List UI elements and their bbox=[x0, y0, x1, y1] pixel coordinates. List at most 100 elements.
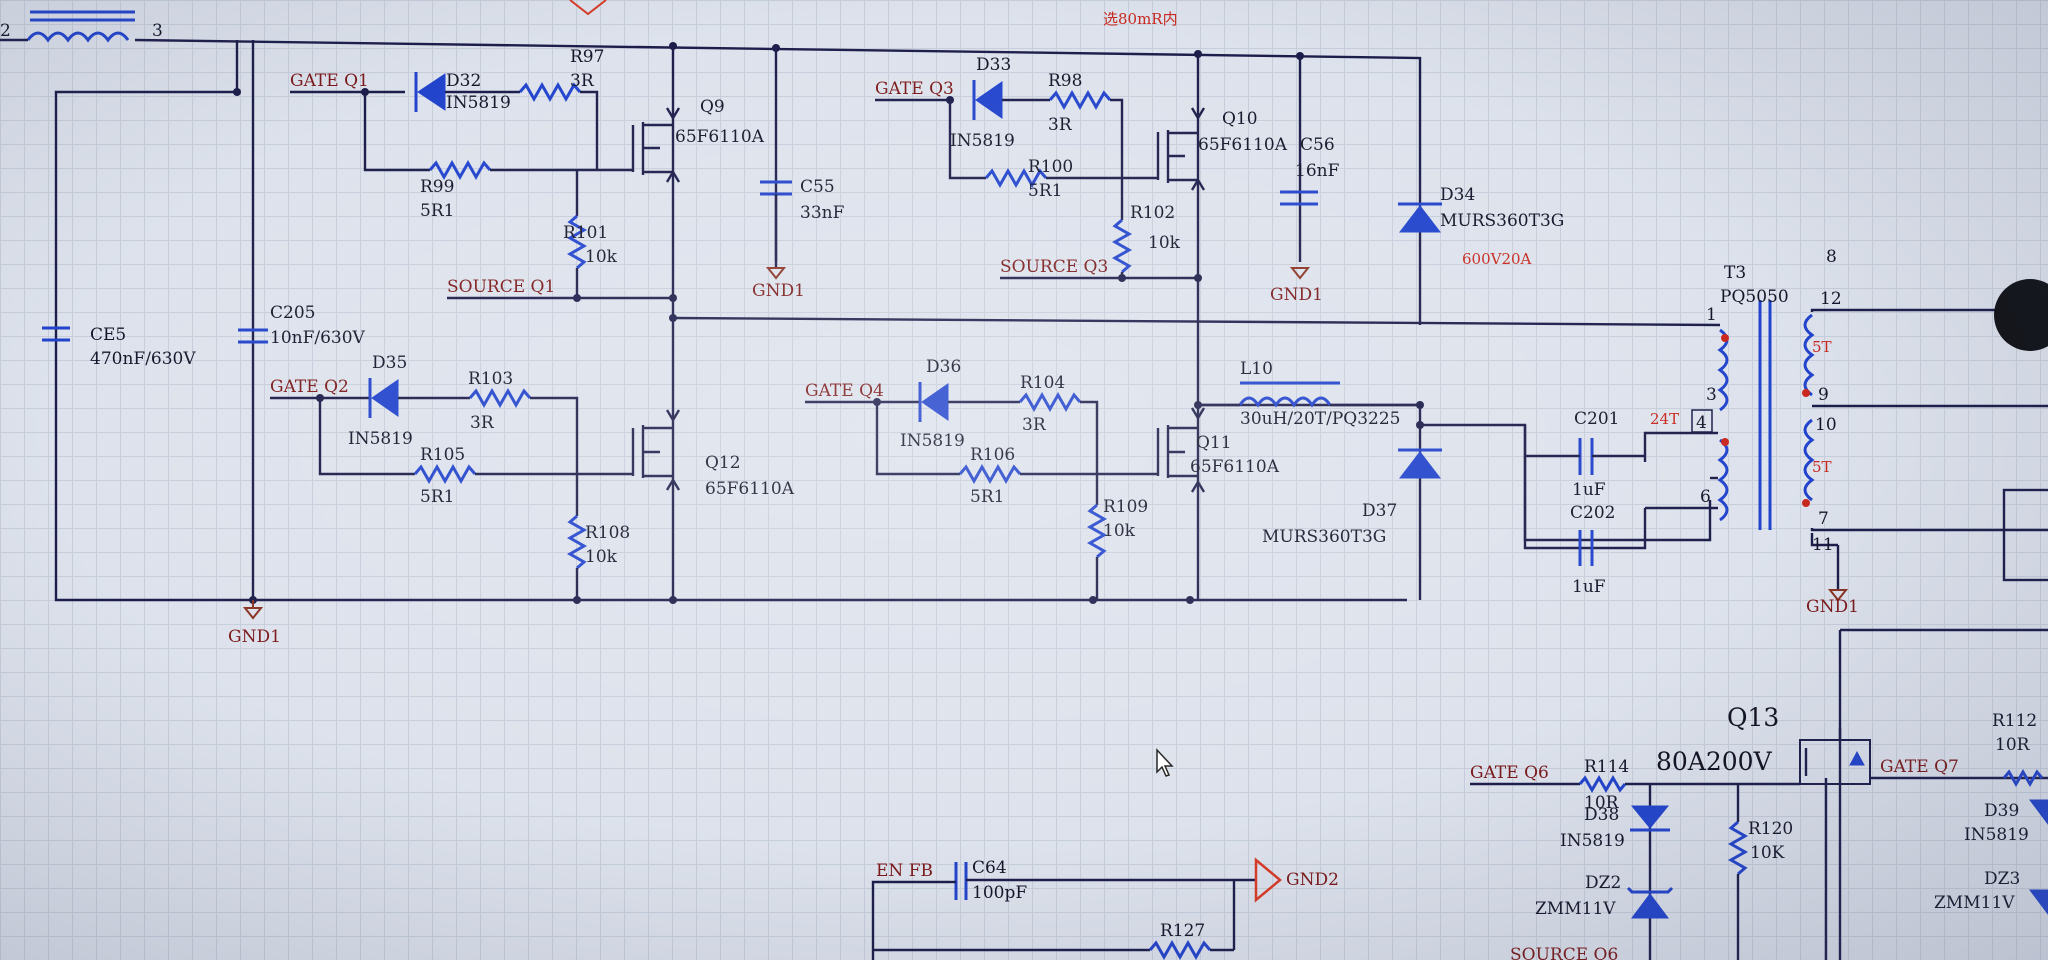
diode-d33[interactable] bbox=[972, 80, 1003, 120]
capacitor-c202[interactable] bbox=[1578, 530, 1594, 566]
top-inductor[interactable] bbox=[0, 10, 135, 43]
resistor-r127[interactable] bbox=[1148, 939, 1212, 960]
pin-label: 8 bbox=[1826, 247, 1837, 267]
capacitor-c56[interactable] bbox=[1280, 190, 1318, 206]
c55-gnd-symbol bbox=[765, 267, 787, 280]
r101-ref: R101 bbox=[563, 223, 608, 243]
c205-ref: C205 bbox=[270, 303, 315, 323]
gate-q2-net: GATE Q2 bbox=[270, 377, 349, 397]
r106-value: 5R1 bbox=[970, 487, 1004, 507]
t3-primary-turns: 24T bbox=[1650, 410, 1679, 428]
zener-dz3[interactable] bbox=[2029, 889, 2048, 915]
mosfet-q9[interactable] bbox=[615, 107, 681, 183]
r100-ref: R100 bbox=[1028, 157, 1073, 177]
t3-pin4-box bbox=[1691, 409, 1713, 433]
pin-label: 9 bbox=[1818, 385, 1829, 405]
offscreen-component bbox=[2002, 488, 2048, 582]
r97-ref: R97 bbox=[570, 47, 604, 67]
r114-value: 10R bbox=[1584, 793, 1620, 813]
pin-label: 4 bbox=[1696, 413, 1707, 433]
capacitor-c201[interactable] bbox=[1578, 438, 1594, 475]
resistor-r98[interactable] bbox=[1048, 89, 1112, 111]
resistor-r108[interactable] bbox=[566, 514, 588, 570]
d34-ref: D34 bbox=[1440, 185, 1475, 205]
c64-ref: C64 bbox=[972, 858, 1007, 878]
mosfet-q13[interactable] bbox=[1799, 728, 1871, 785]
r104-value: 3R bbox=[1022, 415, 1047, 435]
top-gnd2-fragment bbox=[569, 0, 607, 16]
r99-value: 5R1 bbox=[420, 201, 454, 221]
c55-gnd-label: GND1 bbox=[752, 281, 805, 301]
diode-d34[interactable] bbox=[1398, 202, 1442, 233]
gate-q4-net: GATE Q4 bbox=[805, 381, 884, 401]
r102-value: 10k bbox=[1148, 233, 1181, 253]
r99-ref: R99 bbox=[420, 177, 454, 197]
resistor-r102[interactable] bbox=[1111, 218, 1133, 274]
gnd2-symbol[interactable] bbox=[1254, 857, 1282, 903]
zener-dz2[interactable] bbox=[1626, 886, 1674, 919]
q12-value: 65F6110A bbox=[705, 479, 795, 499]
r101-value: 10k bbox=[585, 247, 618, 267]
resistor-r106[interactable] bbox=[958, 463, 1022, 485]
mosfet-q12[interactable] bbox=[615, 409, 681, 491]
resistor-r120[interactable] bbox=[1727, 820, 1749, 876]
d35-value: IN5819 bbox=[348, 429, 413, 449]
gnd1-symbol[interactable] bbox=[242, 600, 264, 620]
resistor-r114[interactable] bbox=[1578, 775, 1627, 793]
capacitor-ce5[interactable] bbox=[42, 326, 70, 342]
resistor-r97[interactable] bbox=[518, 81, 582, 103]
mosfet-q10[interactable] bbox=[1140, 107, 1206, 191]
source-q3-net: SOURCE Q3 bbox=[1000, 257, 1108, 277]
capacitor-c205[interactable] bbox=[238, 328, 268, 344]
resistor-r99[interactable] bbox=[428, 159, 492, 181]
resistor-r112[interactable] bbox=[2002, 769, 2044, 787]
resistor-r109[interactable] bbox=[1086, 503, 1108, 559]
diode-d39[interactable] bbox=[2029, 799, 2048, 825]
d37-ref: D37 bbox=[1362, 501, 1397, 521]
c201-ref: C201 bbox=[1574, 409, 1619, 429]
pin-label: 6 bbox=[1700, 487, 1711, 507]
gnd1-label: GND1 bbox=[228, 627, 281, 647]
transformer-t3[interactable] bbox=[1717, 300, 1815, 530]
t3-ref: T3 bbox=[1724, 263, 1746, 283]
dz2-ref: DZ2 bbox=[1585, 873, 1621, 893]
ce5-ref: CE5 bbox=[90, 325, 126, 345]
resistor-r105[interactable] bbox=[413, 463, 477, 485]
r98-ref: R98 bbox=[1048, 71, 1082, 91]
q12-ref: Q12 bbox=[705, 453, 741, 473]
c205-value: 10nF/630V bbox=[270, 328, 366, 348]
pin-label: 1 bbox=[1706, 305, 1717, 325]
r120-value: 10K bbox=[1750, 843, 1785, 863]
r114-ref: R114 bbox=[1584, 757, 1629, 777]
diode-d35[interactable] bbox=[368, 378, 399, 418]
diode-d38[interactable] bbox=[1630, 805, 1670, 832]
d33-ref: D33 bbox=[976, 55, 1011, 75]
gate-q1-net: GATE Q1 bbox=[290, 71, 369, 91]
resistor-r103[interactable] bbox=[468, 387, 532, 409]
q10-value: 65F6110A bbox=[1198, 135, 1288, 155]
resistor-r104[interactable] bbox=[1018, 391, 1082, 413]
gate-q6-net: GATE Q6 bbox=[1470, 763, 1549, 783]
capacitor-c64[interactable] bbox=[954, 862, 968, 900]
c56-ref: C56 bbox=[1300, 135, 1335, 155]
inductor-l10[interactable] bbox=[1238, 381, 1340, 408]
mouse-cursor-icon bbox=[1156, 748, 1174, 777]
d39-value: IN5819 bbox=[1964, 825, 2029, 845]
dz2-value: ZMM11V bbox=[1535, 899, 1616, 919]
c56-value: 16nF bbox=[1295, 161, 1340, 181]
d34-value: MURS360T3G bbox=[1440, 211, 1564, 231]
resistor-r100[interactable] bbox=[984, 167, 1048, 189]
t3-sec-turns-a: 5T bbox=[1812, 338, 1832, 356]
c55-value: 33nF bbox=[800, 203, 845, 223]
resistor-r101[interactable] bbox=[566, 214, 588, 270]
gnd2-label: GND2 bbox=[1286, 870, 1339, 890]
diode-d37[interactable] bbox=[1398, 448, 1442, 479]
diode-d32[interactable] bbox=[414, 72, 446, 112]
mosfet-q11[interactable] bbox=[1140, 407, 1206, 493]
en-fb-net: EN FB bbox=[876, 861, 933, 881]
d36-value: IN5819 bbox=[900, 431, 965, 451]
diode-d36[interactable] bbox=[918, 382, 949, 422]
r100-value: 5R1 bbox=[1028, 181, 1062, 201]
